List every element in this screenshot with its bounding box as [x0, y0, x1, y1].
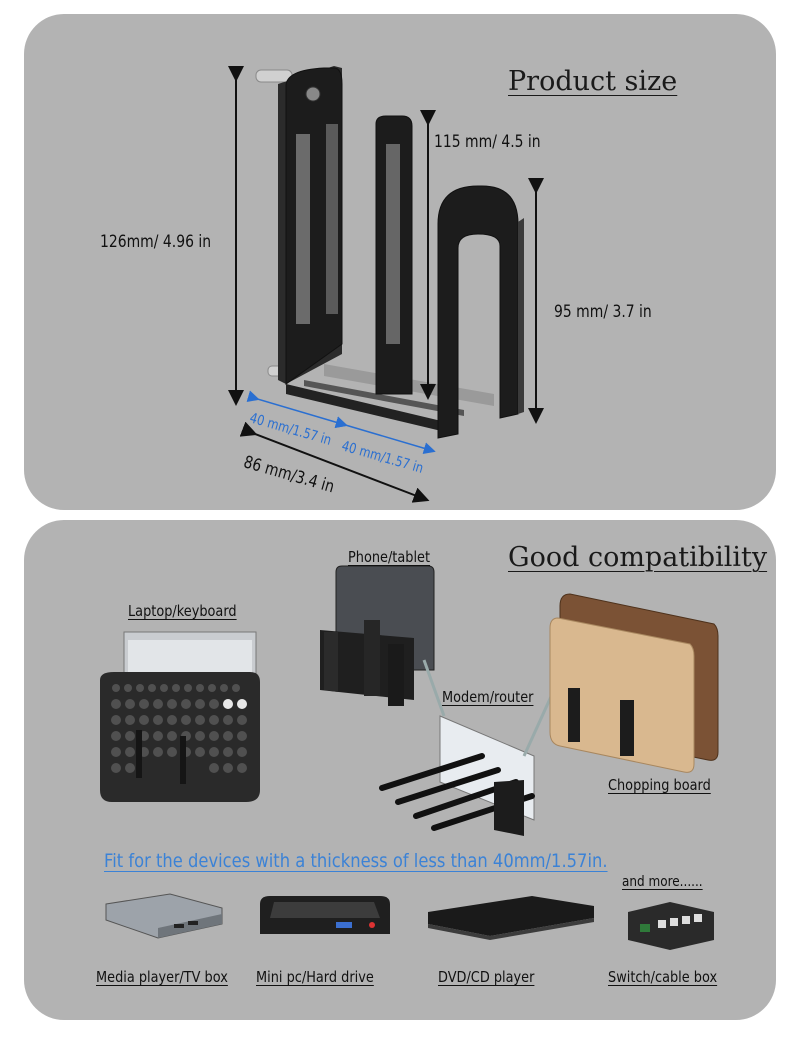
- dimension-height-total: 126mm/ 4.96 in: [100, 232, 212, 252]
- dimension-height-front: 95 mm/ 3.7 in: [554, 302, 652, 322]
- dvd-player-image: [428, 896, 594, 940]
- mini-pc-image: [260, 896, 390, 934]
- holder-dimension-illustration: [228, 66, 544, 503]
- caption-and-more: and more......: [622, 874, 703, 890]
- product-size-panel: Product size 126mm/ 4.96 in 115 mm/ 4.5 …: [24, 14, 776, 510]
- caption-phone-tablet: Phone/tablet: [348, 548, 431, 566]
- laptop-keyboard-image: [100, 631, 260, 802]
- caption-switch-box: Switch/cable box: [608, 968, 718, 986]
- section-heading: Product size: [508, 66, 678, 97]
- caption-dvd-player: DVD/CD player: [438, 968, 535, 986]
- switch-box-image: [628, 902, 714, 950]
- chopping-board-image: [549, 593, 719, 773]
- thickness-note: Fit for the devices with a thickness of …: [104, 850, 608, 872]
- caption-mini-pc: Mini pc/Hard drive: [256, 968, 374, 986]
- dimension-height-middle: 115 mm/ 4.5 in: [434, 132, 541, 152]
- caption-media-player: Media player/TV box: [96, 968, 228, 986]
- modem-router-image: [379, 659, 556, 836]
- media-player-image: [105, 893, 223, 939]
- caption-laptop-keyboard: Laptop/keyboard: [128, 602, 237, 620]
- compatibility-illustration: [100, 565, 719, 950]
- caption-modem-router: Modem/router: [442, 688, 534, 706]
- phone-tablet-image: [320, 565, 435, 706]
- caption-chopping-board: Chopping board: [608, 776, 711, 794]
- section-heading: Good compatibility: [508, 542, 768, 573]
- compatibility-panel: Good compatibility Phone/tablet Laptop/k…: [24, 520, 776, 1020]
